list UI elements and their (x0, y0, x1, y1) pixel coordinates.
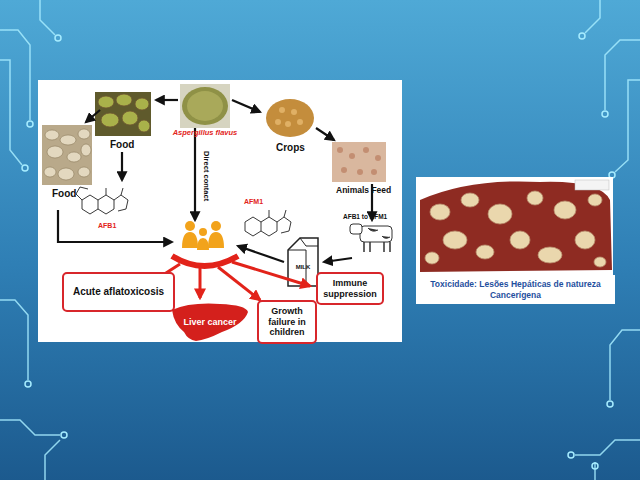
node-text: Liver cancer (183, 317, 236, 327)
node-text: Growth failure in children (263, 306, 311, 337)
image-label: Crops (276, 142, 305, 153)
node-text: Acute aflatoxicosis (73, 286, 164, 298)
crops-image (265, 96, 315, 138)
image-label: Animals Feed (336, 186, 391, 195)
outcome-arrows (152, 256, 310, 300)
compound-label: AFM1 (244, 198, 263, 206)
arrow-label: Direct contact (202, 151, 210, 201)
people-icon (182, 221, 224, 250)
milk-carton (288, 238, 318, 286)
outcome-box: Growth failure in children (257, 300, 317, 344)
circuit-nodes (22, 33, 615, 469)
photo-caption: Toxicidade: Lesões Hepáticas de natureza… (416, 275, 615, 304)
liver-photo (416, 177, 613, 275)
organism-label: Aspergillus flavus (173, 129, 238, 137)
node-text: Toxicidade: Lesões Hepáticas de natureza… (422, 279, 609, 299)
food-image (42, 125, 92, 185)
cow-icon (350, 224, 392, 252)
conversion-label: AFB1 to AFM1 (343, 213, 387, 220)
afb1-molecule (76, 187, 128, 214)
carton-label: MILK (296, 264, 311, 271)
image-label: Food (52, 188, 76, 199)
flow-arrows (58, 100, 372, 262)
feed-image (332, 142, 386, 182)
afm1-molecule (245, 210, 291, 236)
aspergillus-dish (180, 84, 230, 128)
liver-shape: Liver cancer (170, 302, 250, 342)
image-label: Food (110, 139, 134, 150)
compound-label: AFB1 (98, 222, 116, 230)
pistachio-image (95, 92, 151, 136)
outcome-box: Acute aflatoxicosis (62, 272, 175, 312)
outcome-box: Immune suppression (316, 272, 384, 305)
node-text: Immune suppression (322, 278, 378, 299)
diagram-panel (38, 80, 402, 342)
